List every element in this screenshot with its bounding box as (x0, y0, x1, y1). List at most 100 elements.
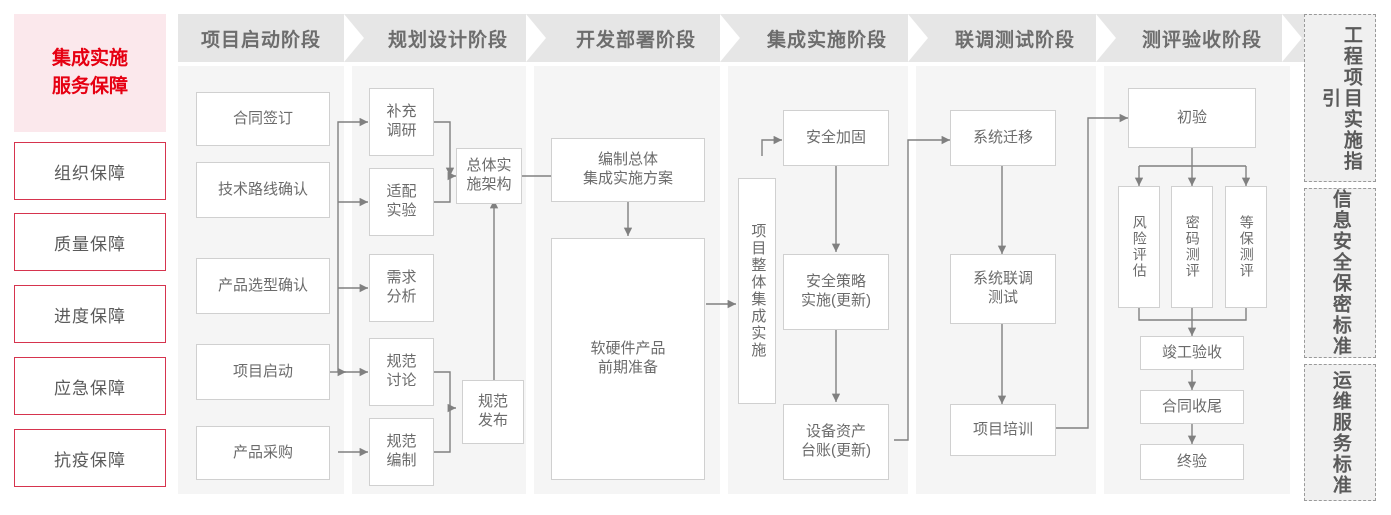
phase-header-label: 规划设计阶段 (387, 29, 508, 51)
node-label-line1: 规范 (386, 353, 417, 371)
node-label: 安全加固 (805, 128, 866, 146)
node-adaptation-experiment[interactable]: 适配 实验 (369, 168, 434, 236)
node-contract-signing[interactable]: 合同签订 (196, 92, 330, 146)
chevron-icon (1096, 14, 1122, 62)
guarantee-item-emergency[interactable]: 应急保障 (14, 357, 166, 415)
node-initial-acceptance[interactable]: 初验 (1128, 88, 1256, 148)
node-label-line2: 集成实施方案 (582, 170, 673, 187)
chevron-icon (908, 14, 934, 62)
node-label-line1: 安全策略 (805, 273, 866, 291)
node-project-kickoff[interactable]: 项目启动 (196, 344, 330, 400)
node-label: 等保测评 (1238, 215, 1255, 279)
node-security-hardening[interactable]: 安全加固 (783, 110, 889, 166)
node-hw-sw-preparation[interactable]: 软硬件产品 前期准备 (551, 238, 705, 480)
node-label: 初验 (1176, 108, 1207, 126)
node-supplementary-research[interactable]: 补充 调研 (369, 88, 434, 156)
node-label: 风险评估 (1131, 215, 1148, 279)
node-completion-acceptance[interactable]: 竣工验收 (1140, 336, 1244, 370)
node-label-line2: 调研 (386, 122, 417, 139)
standard-label: 工程项目实施指引 (1319, 24, 1362, 172)
node-asset-ledger[interactable]: 设备资产 台账(更新) (783, 404, 889, 480)
node-label-line2: 实施(更新) (801, 292, 871, 309)
node-label: 密码测评 (1184, 215, 1201, 279)
standard-infosec-confidentiality[interactable]: 信息安全保密标准 (1304, 188, 1376, 358)
chevron-icon (526, 14, 552, 62)
node-system-joint-test[interactable]: 系统联调 测试 (950, 254, 1056, 324)
node-label-line2: 实验 (386, 202, 417, 219)
node-project-overall-integration[interactable]: 项目整体集成实施 (738, 178, 776, 404)
node-label-line2: 讨论 (386, 372, 417, 389)
node-contract-closure[interactable]: 合同收尾 (1140, 390, 1244, 424)
node-label-line2: 前期准备 (597, 359, 658, 376)
node-product-procurement[interactable]: 产品采购 (196, 426, 330, 480)
node-project-training[interactable]: 项目培训 (950, 404, 1056, 456)
guarantee-item-schedule[interactable]: 进度保障 (14, 285, 166, 343)
node-spec-release[interactable]: 规范 发布 (462, 380, 524, 444)
guarantee-title: 集成实施 服务保障 (14, 14, 166, 132)
node-tech-route-confirm[interactable]: 技术路线确认 (196, 162, 330, 218)
node-requirement-analysis[interactable]: 需求 分析 (369, 254, 434, 322)
node-security-policy-impl[interactable]: 安全策略 实施(更新) (783, 254, 889, 330)
node-label: 产品选型确认 (217, 276, 308, 294)
standard-ops-service[interactable]: 运维服务标准 (1304, 364, 1376, 501)
node-spec-drafting[interactable]: 规范 编制 (369, 418, 434, 486)
node-label-line2: 发布 (477, 412, 508, 429)
node-label-line1: 系统联调 (972, 270, 1033, 288)
node-crypto-evaluation[interactable]: 密码测评 (1171, 186, 1213, 308)
phase-header-label: 测评验收阶段 (1141, 29, 1262, 51)
node-final-acceptance[interactable]: 终验 (1140, 444, 1244, 480)
chevron-icon (1282, 14, 1308, 62)
guarantee-item-epidemic[interactable]: 抗疫保障 (14, 429, 166, 487)
node-label: 合同签订 (232, 109, 293, 127)
node-mlps-evaluation[interactable]: 等保测评 (1225, 186, 1267, 308)
guarantee-item-label: 抗疫保障 (54, 450, 126, 470)
node-spec-discussion[interactable]: 规范 讨论 (369, 338, 434, 406)
node-system-migration[interactable]: 系统迁移 (950, 110, 1056, 166)
guarantee-item-quality[interactable]: 质量保障 (14, 213, 166, 271)
node-risk-assessment[interactable]: 风险评估 (1118, 186, 1160, 308)
node-label: 终验 (1176, 452, 1207, 470)
phase-header-5[interactable]: 联调测试阶段 (934, 14, 1096, 62)
phase-header-label: 集成实施阶段 (766, 29, 887, 51)
chevron-icon (720, 14, 746, 62)
phase-header-4[interactable]: 集成实施阶段 (746, 14, 908, 62)
node-label-line1: 适配 (386, 183, 417, 201)
phase-header-6[interactable]: 测评验收阶段 (1122, 14, 1282, 62)
node-label-line2: 施架构 (466, 176, 512, 193)
guarantee-title-line2: 服务保障 (51, 76, 128, 97)
node-label-line1: 设备资产 (805, 423, 866, 441)
standard-label: 运维服务标准 (1329, 369, 1351, 496)
chevron-icon (344, 14, 370, 62)
node-overall-impl-architecture[interactable]: 总体实 施架构 (456, 148, 522, 204)
node-label-line1: 编制总体 (597, 151, 658, 169)
node-label: 产品采购 (232, 443, 293, 461)
guarantee-item-label: 组织保障 (54, 163, 126, 183)
phase-header-label: 项目启动阶段 (200, 29, 321, 51)
guarantee-item-label: 应急保障 (54, 378, 126, 398)
node-label: 合同收尾 (1161, 397, 1222, 415)
node-label: 项目培训 (972, 420, 1033, 438)
node-label-line1: 总体实 (466, 157, 512, 175)
node-product-selection-confirm[interactable]: 产品选型确认 (196, 258, 330, 314)
node-label-line1: 需求 (386, 269, 417, 287)
node-label: 项目启动 (232, 362, 293, 380)
guarantee-item-organization[interactable]: 组织保障 (14, 142, 166, 200)
node-label-line1: 补充 (386, 103, 417, 121)
node-label-line1: 规范 (386, 433, 417, 451)
guarantee-item-label: 质量保障 (54, 234, 126, 254)
node-label: 系统迁移 (972, 128, 1033, 146)
node-label-line2: 分析 (386, 288, 417, 305)
phase-header-2[interactable]: 规划设计阶段 (370, 14, 526, 62)
node-label: 竣工验收 (1161, 343, 1222, 361)
phase-header-3[interactable]: 开发部署阶段 (552, 14, 720, 62)
node-label-line1: 软硬件产品 (590, 340, 666, 358)
phase-header-label: 开发部署阶段 (575, 29, 696, 51)
standard-label: 信息安全保密标准 (1329, 189, 1351, 357)
node-overall-integration-plan[interactable]: 编制总体 集成实施方案 (551, 138, 705, 202)
phase-header-label: 联调测试阶段 (954, 29, 1075, 51)
standard-engineering-guide[interactable]: 工程项目实施指引 (1304, 14, 1376, 182)
node-label: 项目整体集成实施 (749, 223, 767, 359)
phase-header-1[interactable]: 项目启动阶段 (178, 14, 344, 62)
guarantee-title-line1: 集成实施 (51, 48, 128, 70)
